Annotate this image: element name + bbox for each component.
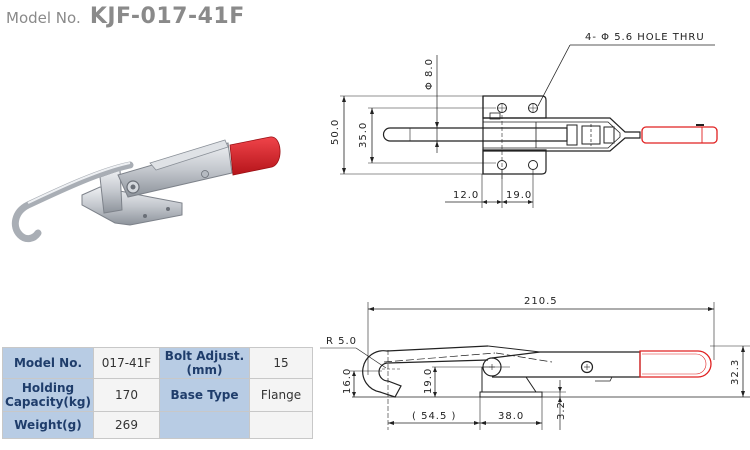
dim-hook-reach: ( 54.5 ): [412, 411, 456, 422]
dim-rod-diameter: Φ 8.0: [424, 58, 435, 90]
spec-label-weight: Weight(g): [2, 411, 94, 439]
top-view-drawing: 4- Φ 5.6 HOLE THRU 50.0 35.0 Φ 8.0 12.0 …: [330, 32, 718, 208]
model-title: Model No. KJF-017-41F: [6, 4, 245, 29]
dim-hook-radius: R 5.0: [326, 336, 357, 347]
dim-pivot-height: 19.0: [423, 368, 434, 394]
hole-note: 4- Φ 5.6 HOLE THRU: [585, 32, 705, 43]
spec-label-model: Model No.: [2, 347, 94, 379]
dim-base-length: 38.0: [498, 411, 524, 422]
dim-overall-length: 210.5: [524, 296, 558, 307]
dim-hole-spacing-x: 19.0: [506, 190, 532, 201]
dim-base-thickness: 3.2: [556, 401, 567, 420]
spec-label-holding-capacity: Holding Capacity(kg): [2, 378, 94, 412]
spec-label-bolt-adjust: Bolt Adjust.(mm): [159, 347, 250, 379]
table-row: Model No. 017-41F Bolt Adjust.(mm) 15: [2, 347, 313, 379]
spec-value-holding-capacity: 170: [93, 378, 160, 412]
dim-overall-width: 50.0: [330, 119, 341, 145]
spec-value-bolt-adjust: 15: [249, 347, 313, 379]
model-number: KJF-017-41F: [89, 4, 245, 29]
side-view-drawing: 210.5 R 5.0 16.0 19.0 32.3 ( 54.5 ) 38.0: [320, 296, 750, 430]
model-label: Model No.: [6, 9, 81, 27]
spec-table: Model No. 017-41F Bolt Adjust.(mm) 15 Ho…: [2, 347, 313, 439]
table-row: Holding Capacity(kg) 170 Base Type Flang…: [2, 378, 313, 412]
spec-value-model: 017-41F: [93, 347, 160, 379]
spec-label-base-type: Base Type: [159, 378, 250, 412]
dim-hole-spacing-y: 35.0: [358, 122, 369, 148]
product-photo: [11, 136, 281, 243]
spec-label-empty: [159, 411, 250, 439]
spec-value-weight: 269: [93, 411, 160, 439]
spec-value-base-type: Flange: [249, 378, 313, 412]
table-row: Weight(g) 269: [2, 411, 313, 439]
dim-offset-x: 12.0: [453, 190, 479, 201]
spec-value-empty: [249, 411, 313, 439]
dim-overall-height: 32.3: [730, 359, 741, 385]
dim-hook-height: 16.0: [342, 368, 353, 394]
